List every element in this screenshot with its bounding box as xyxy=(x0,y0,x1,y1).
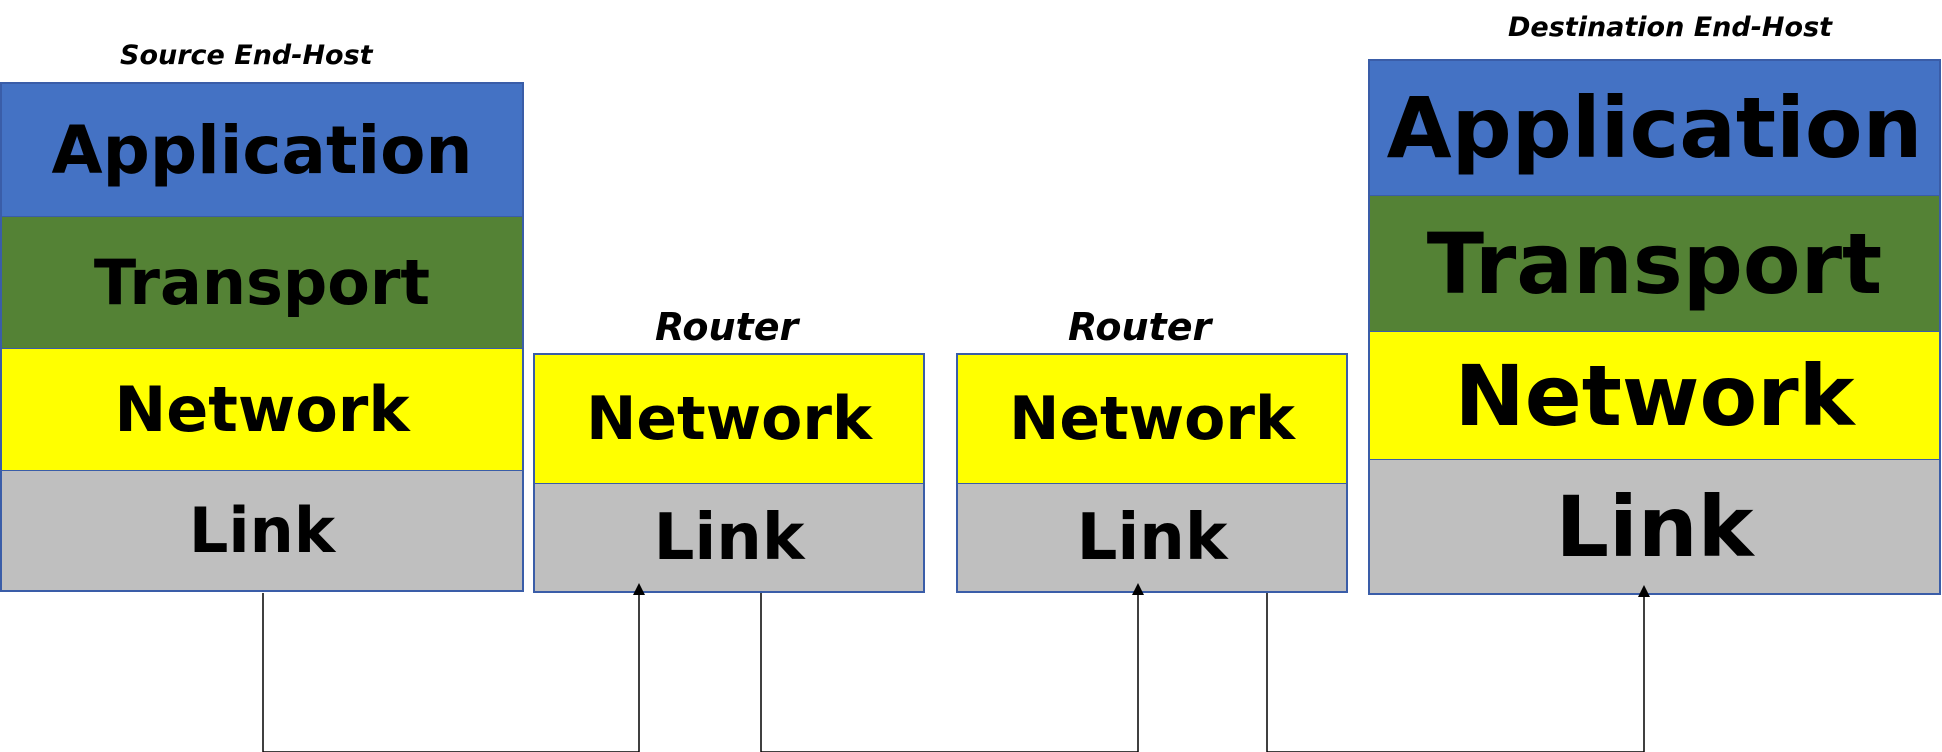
router1-link-layer: Link xyxy=(535,483,923,591)
router1-title: Router xyxy=(655,305,799,349)
router2-link-layer: Link xyxy=(958,483,1346,591)
source-host-stack: Application Transport Network Link xyxy=(0,82,524,592)
source-link-layer: Link xyxy=(2,470,522,590)
destination-host-title: Destination End-Host xyxy=(1508,12,1833,43)
destination-link-layer: Link xyxy=(1370,459,1939,593)
connector-source-to-router1 xyxy=(262,583,645,752)
router2-title: Router xyxy=(1068,305,1212,349)
connector-router1-to-router2 xyxy=(760,583,1144,752)
source-transport-layer: Transport xyxy=(2,216,522,348)
source-network-layer: Network xyxy=(2,348,522,470)
source-host-title: Source End-Host xyxy=(120,40,373,71)
destination-network-layer: Network xyxy=(1370,331,1939,459)
destination-host-stack: Application Transport Network Link xyxy=(1368,59,1941,595)
destination-application-layer: Application xyxy=(1370,61,1939,195)
source-application-layer: Application xyxy=(2,84,522,216)
destination-transport-layer: Transport xyxy=(1370,195,1939,331)
router1-stack: Network Link xyxy=(533,353,925,593)
router2-stack: Network Link xyxy=(956,353,1348,593)
router1-network-layer: Network xyxy=(535,355,923,483)
router2-network-layer: Network xyxy=(958,355,1346,483)
connector-router2-to-destination xyxy=(1266,585,1650,752)
